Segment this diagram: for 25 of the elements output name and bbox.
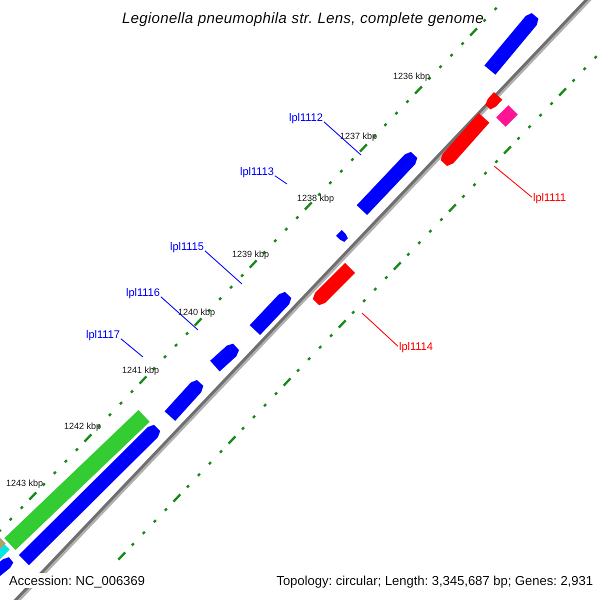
gene-label: lpl1116 <box>126 287 160 300</box>
scale-label: 1238 kbp <box>297 193 334 204</box>
footer-text: Topology: circular; Length: 3,345,687 bp; Genes: 2,931 <box>276 573 593 588</box>
leader-line <box>160 296 198 330</box>
scale-label: 1237 kbp <box>340 131 378 142</box>
gene-label: lpl1115 <box>170 241 204 254</box>
leader-line <box>323 121 362 156</box>
footer-text: Accession: NC_006369 <box>9 573 145 588</box>
title: Legionella pneumophila str. Lens, complete genome <box>122 9 484 29</box>
gene-label: lpl1113 <box>240 166 274 179</box>
scale-label: 1242 kbp <box>64 421 102 432</box>
scale-label: 1240 kbp <box>178 307 216 318</box>
leader-line <box>120 338 144 358</box>
scale-label: 1236 kbp <box>393 71 430 82</box>
leader-line <box>204 250 242 284</box>
gene-label: lpl1111 <box>533 192 566 205</box>
leader-line <box>274 175 288 184</box>
leader-line <box>494 166 532 198</box>
scale-label: 1239 kbp <box>232 249 270 260</box>
scale-label: 1241 kbp <box>122 365 160 376</box>
scale-label: 1243 kbp <box>6 478 44 489</box>
gene-label: lpl1112 <box>289 112 323 125</box>
gene-label: lpl1117 <box>86 329 120 342</box>
leader-line <box>362 312 398 347</box>
gene-label: lpl1114 <box>399 341 433 354</box>
